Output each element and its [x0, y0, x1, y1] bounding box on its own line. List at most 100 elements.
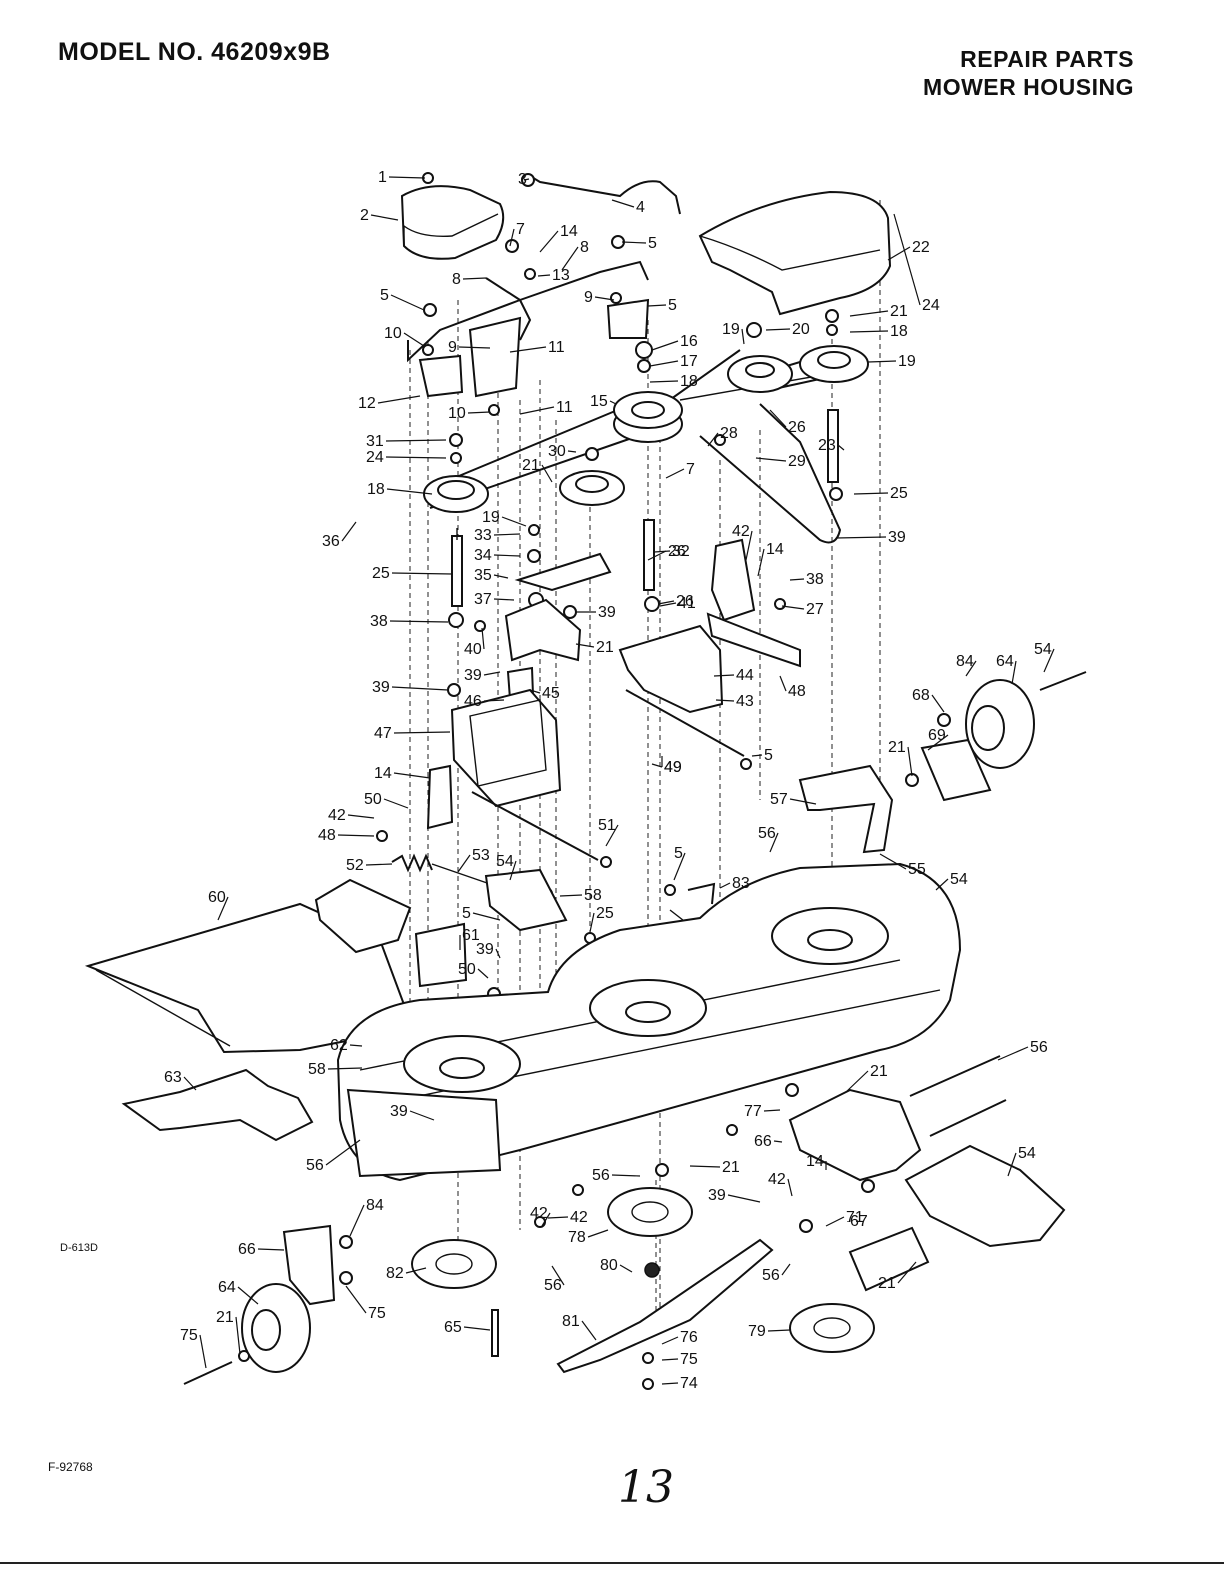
- part-callout-18: 18: [890, 323, 908, 340]
- blade-adapter-right: [789, 1303, 875, 1353]
- leader-line: [589, 912, 595, 933]
- part-callout-64: 64: [218, 1279, 236, 1296]
- blade-adapter-center: [607, 1187, 693, 1237]
- leader-line: [581, 1320, 597, 1341]
- part-callout-69: 69: [928, 727, 946, 744]
- leader-line: [341, 521, 357, 542]
- leader-line: [388, 176, 426, 179]
- part-callout-44: 44: [736, 667, 754, 684]
- part-callout-7: 7: [686, 461, 695, 478]
- leader-line: [689, 1165, 721, 1168]
- leader-line: [393, 772, 431, 779]
- leader-line: [781, 605, 805, 610]
- part-callout-66: 66: [238, 1241, 256, 1258]
- leader-line: [773, 1140, 783, 1143]
- leader-line: [755, 457, 787, 462]
- leader-line: [235, 1316, 241, 1355]
- leader-line: [997, 1046, 1029, 1061]
- leader-line: [495, 948, 501, 959]
- leader-line: [649, 380, 679, 383]
- part-callout-54: 54: [1034, 641, 1052, 658]
- leader-line: [385, 439, 447, 442]
- leader-line: [337, 834, 375, 837]
- part-callout-21: 21: [522, 457, 540, 474]
- leader-line: [551, 1265, 565, 1286]
- leader-line: [619, 1264, 633, 1273]
- part-callout-26: 26: [668, 543, 686, 560]
- leader-line: [789, 798, 817, 805]
- part-callout-48: 48: [318, 827, 336, 844]
- part-callout-40: 40: [464, 641, 482, 658]
- deflector-58-lower: [121, 1068, 314, 1142]
- part-callout-53: 53: [472, 847, 490, 864]
- leader-line: [835, 536, 887, 539]
- leader-line: [587, 1229, 609, 1238]
- leader-line: [389, 620, 449, 623]
- part-callout-39: 39: [598, 604, 616, 621]
- deck-skirt: [346, 1088, 502, 1178]
- part-callout-46: 46: [464, 693, 482, 710]
- leader-line: [897, 1261, 917, 1284]
- part-callout-78: 78: [568, 1229, 586, 1246]
- leader-line: [853, 492, 889, 495]
- part-callout-5: 5: [674, 845, 683, 862]
- leader-line: [541, 1212, 551, 1227]
- part-callout-56: 56: [544, 1277, 562, 1294]
- part-callout-17: 17: [680, 353, 698, 370]
- part-callout-15: 15: [590, 393, 608, 410]
- leader-line: [541, 464, 553, 483]
- leader-line: [605, 824, 619, 847]
- title-mower-housing: MOWER HOUSING: [923, 74, 1134, 100]
- bracket-60: [414, 922, 468, 988]
- leader-line: [385, 456, 447, 459]
- leader-line: [707, 432, 719, 447]
- bracket-53: [484, 868, 568, 932]
- part-callout-27: 27: [806, 601, 824, 618]
- part-callout-50: 50: [364, 791, 382, 808]
- leader-line: [789, 578, 805, 581]
- part-callout-71: 71: [846, 1209, 864, 1226]
- leader-line: [849, 310, 889, 317]
- part-callout-68: 68: [912, 687, 930, 704]
- part-callout-14: 14: [560, 223, 578, 240]
- leader-line: [567, 450, 577, 453]
- part-callout-7: 7: [516, 221, 525, 238]
- part-callout-14: 14: [766, 541, 784, 558]
- leader-line: [386, 488, 433, 495]
- leader-line: [763, 1109, 781, 1112]
- part-callout-66: 66: [754, 1133, 772, 1150]
- bracket-47: [426, 764, 454, 830]
- leader-line: [765, 328, 791, 331]
- leader-line: [751, 754, 763, 757]
- leader-line: [345, 1285, 367, 1314]
- part-callout-39: 39: [476, 941, 494, 958]
- part-callout-64: 64: [996, 653, 1014, 670]
- stabilizer-bracket: [407, 260, 650, 398]
- part-callout-39: 39: [390, 1103, 408, 1120]
- part-callout-25: 25: [372, 565, 390, 582]
- leader-line: [509, 228, 515, 247]
- leader-line: [781, 1263, 791, 1276]
- rods-48: [471, 689, 745, 861]
- leader-line: [849, 330, 889, 333]
- leader-line: [661, 1336, 679, 1345]
- part-callout-5: 5: [462, 905, 471, 922]
- leader-line: [741, 328, 745, 345]
- leader-line: [837, 444, 845, 451]
- diagram-code: D-613D: [60, 1242, 98, 1254]
- pulley-main: [613, 391, 683, 443]
- belt-cover-left: [400, 185, 505, 260]
- part-callout-76: 76: [680, 1329, 698, 1346]
- lift-rod-knob: [521, 173, 535, 187]
- leader-line: [365, 863, 393, 866]
- part-callout-14: 14: [806, 1153, 824, 1170]
- part-callout-21: 21: [888, 739, 906, 756]
- leader-line: [745, 530, 753, 561]
- part-callout-16: 16: [680, 333, 698, 350]
- part-callout-80: 80: [600, 1257, 618, 1274]
- part-callout-4: 4: [636, 199, 645, 216]
- part-callout-19: 19: [482, 509, 500, 526]
- part-callout-37: 37: [474, 591, 492, 608]
- leader-line: [651, 340, 679, 351]
- leader-line: [647, 304, 667, 307]
